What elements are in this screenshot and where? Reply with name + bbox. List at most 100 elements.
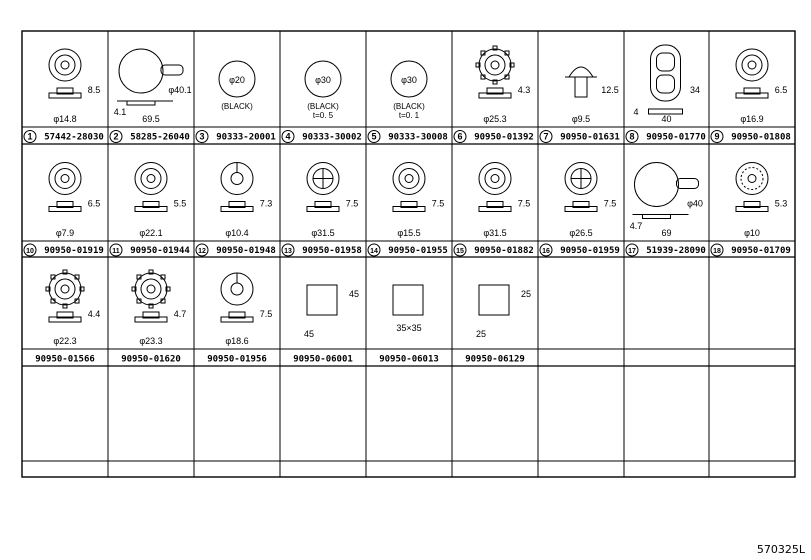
- dimension-label: φ31.5: [483, 228, 506, 238]
- top-center: [60, 284, 70, 294]
- index-number: 18: [713, 248, 721, 255]
- disc-shape: [304, 60, 342, 98]
- tooth: [492, 45, 498, 51]
- top-outer: [134, 272, 168, 306]
- tooth: [480, 74, 486, 80]
- thickness-note: t=0. 5: [313, 111, 334, 120]
- part-number: 90950-01808: [731, 133, 791, 143]
- index-circle: [710, 243, 724, 257]
- part-number: 90950-06129: [465, 355, 525, 365]
- ring-grommet-icon: [735, 48, 769, 99]
- round-grommet-icon: [48, 48, 82, 99]
- side-flange: [735, 206, 769, 212]
- index-circle: [710, 130, 724, 143]
- tooth: [131, 286, 137, 292]
- part-number: 51939-28090: [646, 246, 706, 256]
- index-number: 10: [26, 248, 34, 255]
- index-number: 2: [113, 132, 118, 142]
- tooth: [50, 274, 56, 280]
- dimension-label: 4: [633, 107, 638, 117]
- dimension-label: 4.4: [88, 309, 101, 319]
- index-number: 9: [714, 132, 719, 142]
- side-body: [142, 311, 160, 319]
- index-number: 4: [285, 132, 290, 142]
- top-center: [146, 284, 156, 294]
- dimension-label: 40: [661, 114, 671, 124]
- top-inner: [741, 54, 763, 76]
- part-number: 90333-30008: [388, 133, 448, 143]
- index-circle: [109, 243, 123, 257]
- disc-shape: [390, 60, 428, 98]
- top-outer: [735, 162, 769, 195]
- part-number: 90950-01882: [474, 246, 534, 256]
- index-circle: [539, 130, 553, 143]
- tooth: [148, 269, 154, 275]
- dimension-label: φ15.5: [397, 228, 420, 238]
- index-circle: [367, 243, 381, 257]
- index-number: 8: [629, 132, 634, 142]
- part-number: 90950-01709: [731, 246, 791, 256]
- plug-base: [126, 100, 156, 106]
- tooth: [74, 274, 80, 280]
- dimension-label: 45: [304, 329, 314, 339]
- dimension-label: φ10: [744, 228, 760, 238]
- side-flange: [478, 92, 512, 99]
- material-note: (BLACK): [393, 102, 425, 111]
- top-center: [60, 60, 70, 70]
- table-grid: [21, 30, 796, 478]
- ring-grommet-icon: [392, 162, 426, 212]
- side-flange: [134, 206, 168, 212]
- top-outer: [478, 162, 512, 195]
- dimension-label: 25: [521, 289, 531, 299]
- dimension-label: φ22.3: [53, 336, 76, 346]
- part-number: 57442-28030: [44, 133, 104, 143]
- top-inner: [484, 168, 506, 189]
- dimension-label: 45: [349, 289, 359, 299]
- plug-tab: [160, 64, 184, 76]
- dimension-label: φ10.4: [225, 228, 248, 238]
- top-inner: [230, 282, 244, 296]
- oval-base: [648, 108, 683, 115]
- side-flange: [735, 92, 769, 99]
- tab-plug-icon: [632, 162, 699, 219]
- tooth: [475, 62, 481, 68]
- side-flange: [48, 316, 82, 323]
- index-number: 15: [456, 248, 464, 255]
- index-circle: [195, 130, 209, 143]
- dimension-label: φ26.5: [569, 228, 592, 238]
- index-number: 11: [112, 248, 120, 255]
- side-body: [56, 87, 74, 95]
- top-inner: [140, 278, 162, 300]
- toothed-plug-icon: [131, 269, 171, 323]
- part-number: 90950-06001: [293, 355, 353, 365]
- top-outer: [48, 162, 82, 195]
- dimension-label: 35×35: [396, 323, 421, 333]
- table-frame: [21, 30, 796, 478]
- dimension-label: φ20: [229, 75, 245, 85]
- dimension-label: 7.5: [604, 199, 617, 209]
- tooth: [62, 303, 68, 309]
- index-circle: [281, 243, 295, 257]
- dimension-label: 4.7: [630, 221, 643, 231]
- dotted-grommet-icon: [735, 162, 769, 212]
- oval-plug-icon: [648, 44, 683, 115]
- side-flange: [48, 206, 82, 212]
- tooth: [160, 298, 166, 304]
- index-circle: [23, 130, 37, 143]
- square-shape: [392, 284, 424, 316]
- index-circle: [109, 130, 123, 143]
- dimension-label: φ30: [401, 75, 417, 85]
- top-center: [747, 60, 757, 70]
